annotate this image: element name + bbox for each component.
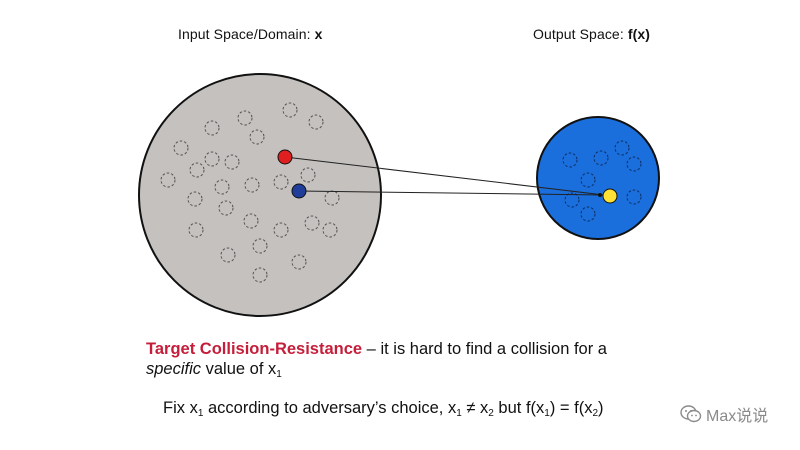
dashed-point [593,150,609,166]
dashed-point [218,200,234,216]
definition-dash: – [362,340,381,358]
dashed-point [160,172,176,188]
dashed-point [580,206,596,222]
dashed-point [282,102,298,118]
mapping-line-red [284,156,605,196]
collision-dot [598,193,602,197]
output-space-text: Output Space: [533,26,624,42]
fix-part-a: Fix x [163,399,198,417]
dashed-point [273,174,289,190]
input-domain-circle [138,73,382,317]
definition-text-b: value of x [201,360,277,378]
dashed-point [204,120,220,136]
input-variable: x [314,26,323,42]
dashed-point [252,267,268,283]
dashed-point [224,154,240,170]
dashed-point [249,129,265,145]
input-space-text: Input Space/Domain: [178,26,311,42]
image-point [602,188,618,204]
x2-point [291,183,307,199]
dashed-point [562,152,578,168]
dashed-point [187,191,203,207]
collision-diagram [138,73,660,317]
fix-sub-1: 1 [197,408,204,419]
input-domain-points [160,102,340,283]
definition-subscript: 1 [276,369,282,380]
dashed-point [300,167,316,183]
dashed-point [220,247,236,263]
dashed-point [564,192,580,208]
wechat-icon [680,405,702,423]
dashed-point [243,213,259,229]
dashed-point [304,215,320,231]
fix-sub-3: 2 [488,408,494,419]
dashed-point [308,114,324,130]
watermark-text: Max说说 [706,408,769,425]
fix-part-d: but f(x [493,399,545,417]
dashed-point [204,151,220,167]
watermark: Max说说 [680,402,768,426]
output-space-label: Output Space: f(x) [533,26,650,42]
dashed-point [173,140,189,156]
definition-text: Target Collision-Resistance – it is hard… [146,339,666,380]
dashed-point [291,254,307,270]
definition-emphasis: specific [146,360,202,378]
input-space-label: Input Space/Domain: x [178,26,323,42]
dashed-point [214,179,230,195]
dashed-point [580,172,596,188]
fix-statement: Fix x1 according to adversary’s choice, … [163,398,604,419]
x1-point [277,149,293,165]
output-space-circle [536,116,660,240]
fix-sub-2: 1 [456,408,462,419]
definition-text-a: it is hard to find a collision for a [380,340,607,358]
fix-part-f: ) [598,399,604,417]
dashed-point [322,222,338,238]
definition-term: Target Collision-Resistance [146,340,363,358]
fix-part-e: ) = f(x [549,399,593,417]
mapping-line-blue [298,190,605,196]
dashed-point [237,110,253,126]
output-variable: f(x) [627,26,650,42]
dashed-point [626,156,642,172]
fix-sub-4: 1 [544,408,550,419]
fix-sub-5: 2 [592,408,599,419]
dashed-point [244,177,260,193]
dashed-point [614,140,630,156]
fix-part-b: according to adversary’s choice, x [203,399,457,417]
dashed-point [188,222,204,238]
dashed-point [626,189,642,205]
fix-part-c: ≠ x [461,399,489,417]
output-space-points [562,140,642,222]
dashed-point [252,238,268,254]
dashed-point [189,162,205,178]
dashed-point [273,222,289,238]
